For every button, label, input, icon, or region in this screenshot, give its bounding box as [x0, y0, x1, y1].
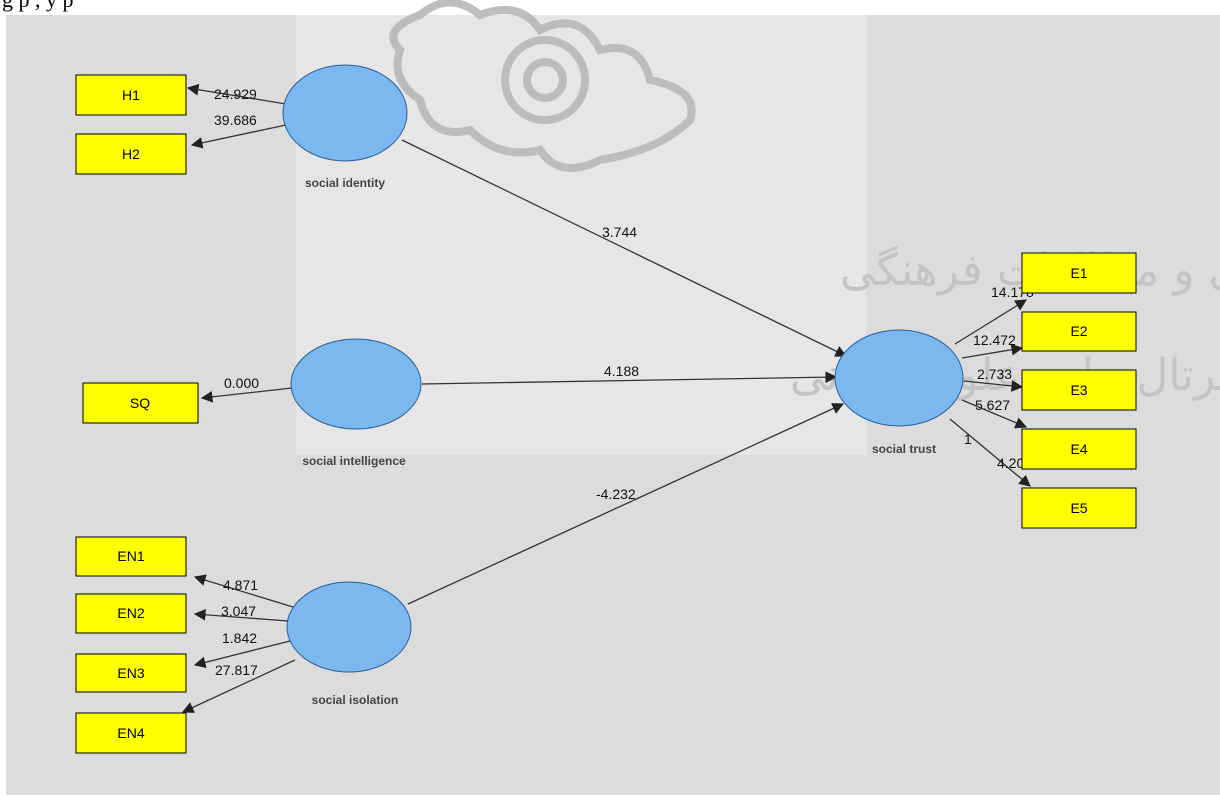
- construct-social-identity[interactable]: social identity: [282, 64, 408, 190]
- indicator-label: SQ: [130, 395, 150, 411]
- edge-isolation-en4: [181, 659, 296, 713]
- edge-identity-trust: [401, 139, 848, 357]
- construct-social-trust[interactable]: social trust: [834, 329, 964, 456]
- stray-mark: 1: [964, 431, 972, 447]
- edge-identity-h1: [186, 83, 287, 105]
- label-trust-e4: 5.627: [975, 397, 1010, 413]
- edge-isolation-trust: [407, 403, 845, 605]
- label-identity-trust: 3.744: [602, 224, 637, 240]
- indicator-sq[interactable]: SQ: [82, 382, 199, 424]
- edge-trust-e1: [954, 299, 1027, 345]
- indicator-h2[interactable]: H2: [75, 133, 187, 175]
- construct-social-intelligence[interactable]: social intelligence: [290, 338, 422, 468]
- label-intelligence-sq: 0.000: [224, 375, 259, 391]
- indicator-label: EN4: [117, 725, 144, 741]
- label-identity-h1: 24.929: [214, 86, 257, 102]
- edge-trust-e4: [961, 399, 1028, 429]
- indicator-label: H1: [122, 87, 140, 103]
- label-intelligence-trust: 4.188: [604, 363, 639, 379]
- indicator-e3[interactable]: E3: [1021, 369, 1137, 411]
- indicator-label: EN2: [117, 605, 144, 621]
- edge-isolation-en2: [193, 608, 289, 622]
- edge-trust-e5: [949, 418, 1031, 487]
- caption-text: g p , y p: [2, 0, 74, 11]
- indicator-en1[interactable]: EN1: [75, 536, 187, 577]
- indicator-label: E2: [1070, 323, 1087, 339]
- label-trust-e3: 2.733: [977, 366, 1012, 382]
- edge-intelligence-trust: [421, 371, 838, 385]
- indicator-e1[interactable]: E1: [1021, 252, 1137, 294]
- label-isolation-en4: 27.817: [215, 662, 258, 678]
- indicator-e4[interactable]: E4: [1021, 428, 1137, 470]
- edge-identity-h2: [190, 124, 287, 149]
- indicator-label: E1: [1070, 265, 1087, 281]
- construct-label: social intelligence: [302, 454, 406, 468]
- indicator-label: E4: [1070, 441, 1087, 457]
- indicator-e5[interactable]: E5: [1021, 487, 1137, 529]
- edge-isolation-en1: [193, 574, 294, 608]
- watermark-logo: [389, 0, 696, 172]
- indicator-en4[interactable]: EN4: [75, 712, 187, 754]
- label-isolation-en1: 4.871: [223, 577, 258, 593]
- construct-label: social identity: [305, 176, 385, 190]
- label-isolation-en2: 3.047: [221, 603, 256, 619]
- label-isolation-en3: 1.842: [222, 630, 257, 646]
- indicator-e2[interactable]: E2: [1021, 311, 1137, 352]
- indicator-label: EN3: [117, 665, 144, 681]
- indicator-label: E3: [1070, 382, 1087, 398]
- indicator-label: H2: [122, 146, 140, 162]
- edges: [181, 83, 1031, 713]
- edge-isolation-en3: [193, 640, 291, 669]
- label-identity-h2: 39.686: [214, 112, 257, 128]
- edge-trust-e2: [961, 343, 1024, 359]
- label-trust-e2: 12.472: [973, 332, 1016, 348]
- indicator-en3[interactable]: EN3: [75, 653, 187, 693]
- construct-label: social trust: [872, 442, 936, 456]
- indicator-label: E5: [1070, 500, 1087, 516]
- model-canvas: [6, 15, 1220, 795]
- cut-off-caption: g p , y p: [0, 0, 1220, 30]
- indicator-h1[interactable]: H1: [75, 74, 187, 116]
- construct-social-isolation[interactable]: social isolation: [286, 581, 412, 707]
- edge-trust-e3: [963, 380, 1024, 392]
- indicator-label: EN1: [117, 548, 144, 564]
- edge-intelligence-sq: [200, 387, 293, 403]
- edge-labels: 24.929 39.686 0.000 4.871 3.047 1.842 27…: [214, 86, 1034, 678]
- construct-label: social isolation: [312, 693, 399, 707]
- label-isolation-trust: -4.232: [596, 486, 636, 502]
- indicator-en2[interactable]: EN2: [75, 593, 187, 634]
